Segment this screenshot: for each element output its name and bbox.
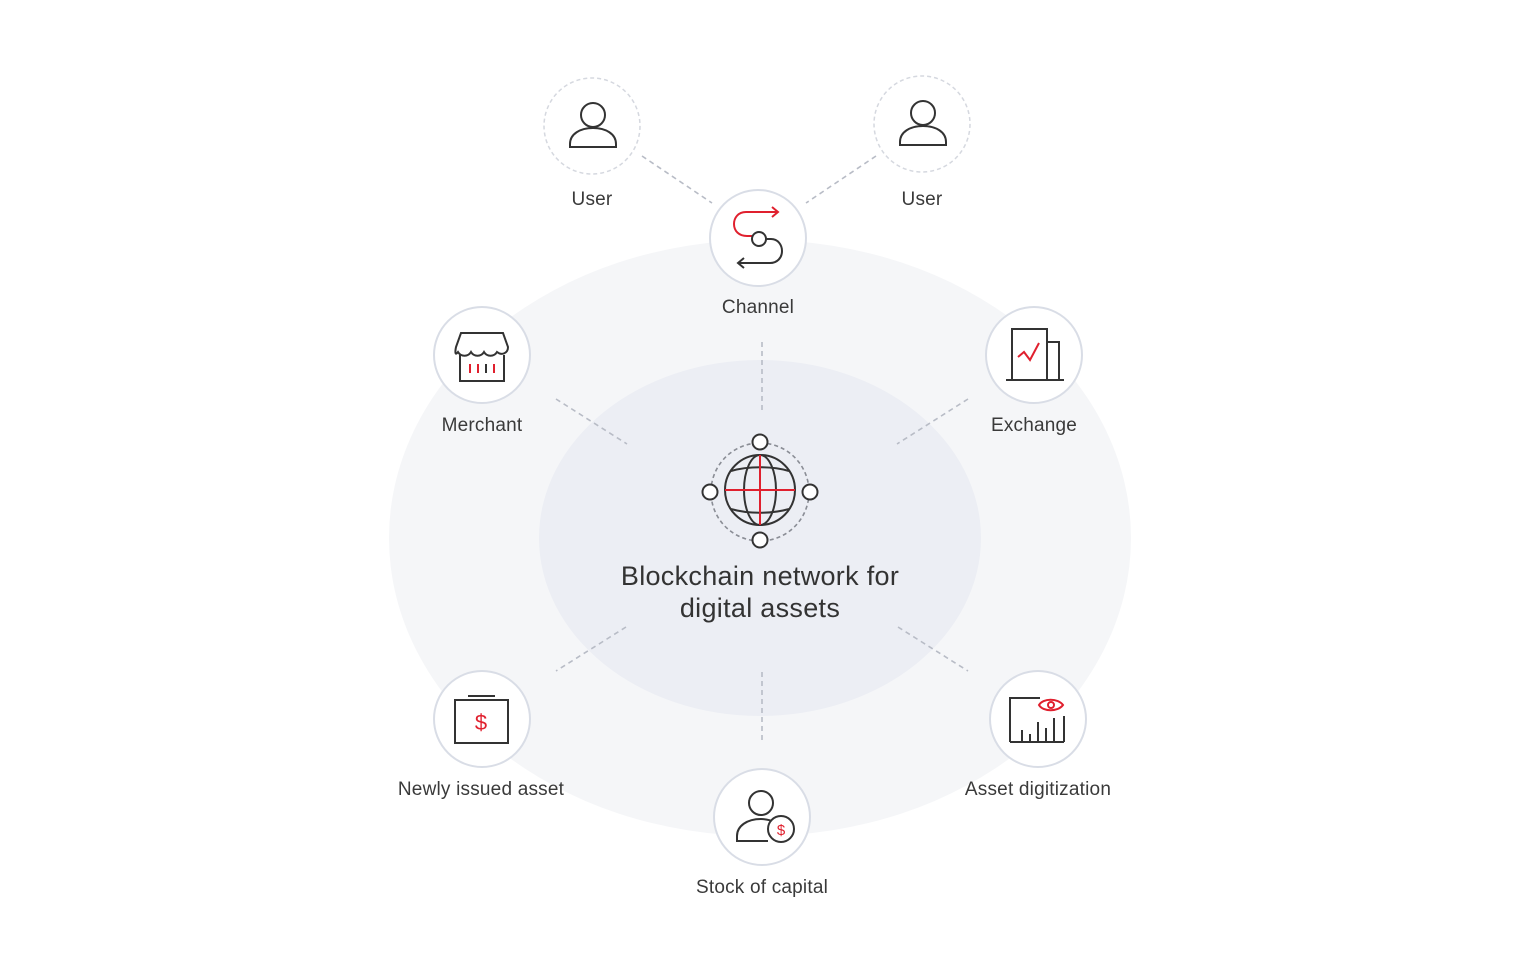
svg-text:$: $ bbox=[777, 822, 786, 839]
channel-node bbox=[709, 189, 807, 287]
asset-digitization-label: Asset digitization bbox=[964, 779, 1112, 800]
user-icon bbox=[899, 100, 947, 146]
stock-of-capital-node: $ bbox=[713, 768, 811, 866]
center-title-line2: digital assets bbox=[679, 593, 841, 623]
user-left-node bbox=[543, 77, 641, 175]
stock-of-capital-label: Stock of capital bbox=[695, 877, 829, 898]
globe-network-icon bbox=[724, 454, 796, 526]
exchange-chart-icon bbox=[1006, 328, 1064, 381]
merchant-node bbox=[433, 306, 531, 404]
exchange-node bbox=[985, 306, 1083, 404]
storefront-icon bbox=[454, 332, 510, 382]
newly-issued-asset-label: Newly issued asset bbox=[397, 779, 565, 800]
merchant-label: Merchant bbox=[441, 415, 523, 436]
user-dollar-icon: $ bbox=[736, 790, 795, 843]
svg-text:$: $ bbox=[475, 710, 487, 735]
dollar-board-icon: $ bbox=[454, 695, 509, 744]
user-icon bbox=[569, 102, 617, 148]
network-nodes bbox=[701, 433, 819, 549]
connector-lines bbox=[555, 155, 969, 740]
user-right-node bbox=[873, 75, 971, 173]
newly-issued-asset-node: $ bbox=[433, 670, 531, 768]
center-title: Blockchain network for digital assets bbox=[621, 560, 899, 624]
channel-route-icon bbox=[732, 206, 784, 269]
center-globe-group bbox=[701, 433, 819, 549]
user-right-label: User bbox=[901, 189, 943, 210]
asset-digitization-node bbox=[989, 670, 1087, 768]
eye-chart-icon bbox=[1009, 697, 1065, 743]
user-left-label: User bbox=[571, 189, 613, 210]
channel-label: Channel bbox=[721, 297, 795, 318]
exchange-label: Exchange bbox=[990, 415, 1078, 436]
center-title-line1: Blockchain network for bbox=[620, 561, 900, 591]
